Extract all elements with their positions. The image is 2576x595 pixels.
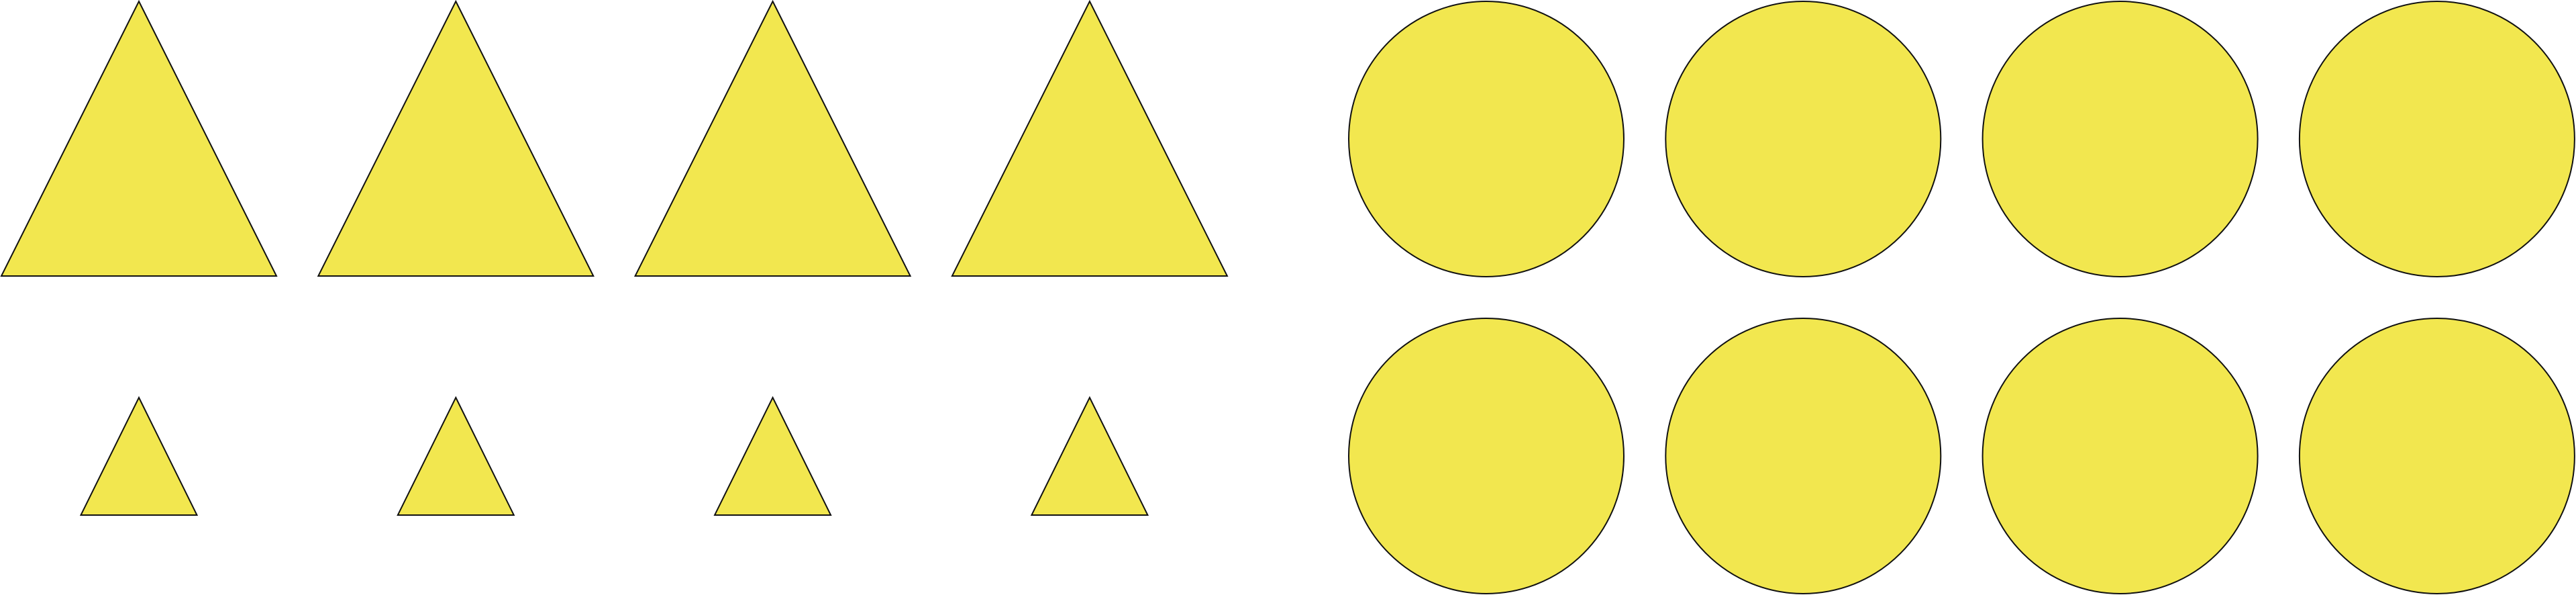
circle-bottom-row	[1981, 318, 2259, 594]
circle-bottom-row	[1348, 318, 1625, 594]
small-triangle-group	[79, 396, 1149, 516]
circle-group-top-row	[1348, 1, 2575, 277]
circle-top-row	[2298, 1, 2575, 277]
circle-top-row	[1981, 1, 2259, 277]
circle-bottom-row	[2298, 318, 2575, 594]
circle-top-row	[1348, 1, 1625, 277]
large-triangle	[951, 0, 1229, 277]
circle-top-row	[1665, 1, 1942, 277]
large-triangle	[317, 0, 595, 277]
small-triangle	[1030, 396, 1149, 516]
circle-group-bottom-row	[1348, 318, 2575, 594]
small-triangle	[79, 396, 199, 516]
small-triangle	[713, 396, 832, 516]
small-triangle	[397, 396, 515, 516]
large-triangle	[0, 0, 278, 277]
circle-bottom-row	[1665, 318, 1942, 594]
large-triangle	[633, 0, 912, 277]
large-triangle-group	[0, 0, 1229, 277]
